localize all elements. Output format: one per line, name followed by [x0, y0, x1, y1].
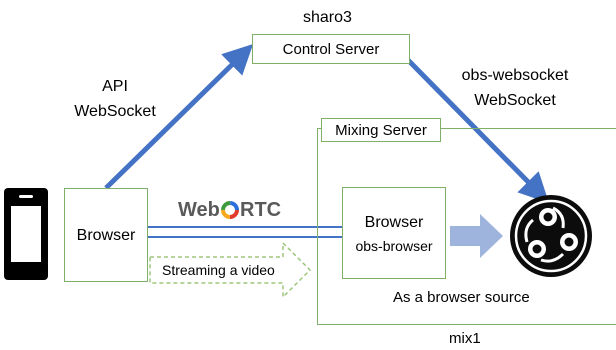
obs-browser-line1: Browser: [364, 214, 424, 231]
obs-websocket-label: obs-websocket: [461, 67, 569, 84]
websocket-left-label: WebSocket: [74, 103, 156, 120]
browser-to-obs-arrow: [450, 214, 503, 258]
control-server-host-label: sharo3: [303, 9, 352, 26]
streaming-arrow: [149, 241, 312, 299]
webrtc-logo: [221, 201, 239, 219]
control-server-box: Control Server: [252, 34, 410, 64]
webrtc-text-rtc: RTC: [240, 199, 282, 221]
obs-browser-line2: obs-browser: [355, 238, 433, 254]
smartphone-icon: [4, 188, 48, 280]
control-server-title: Control Server: [282, 41, 380, 58]
webrtc-text-web: Web: [178, 199, 220, 221]
client-browser-label: Browser: [76, 227, 136, 244]
streaming-label: Streaming a video: [162, 262, 275, 278]
api-websocket-arrow: [104, 44, 254, 190]
obs-browser-box: Browser obs-browser: [342, 187, 446, 279]
client-browser-box: Browser: [64, 188, 148, 282]
browser-source-caption: As a browser source: [393, 289, 530, 306]
mixing-server-container: [317, 128, 616, 325]
mixing-server-host-label: mix1: [449, 330, 481, 347]
api-label: API: [102, 78, 128, 95]
obs-logo: [510, 195, 592, 277]
mixing-server-title: Mixing Server: [335, 122, 427, 139]
mixing-server-title-box: Mixing Server: [321, 118, 441, 142]
websocket-right-label: WebSocket: [474, 92, 556, 109]
